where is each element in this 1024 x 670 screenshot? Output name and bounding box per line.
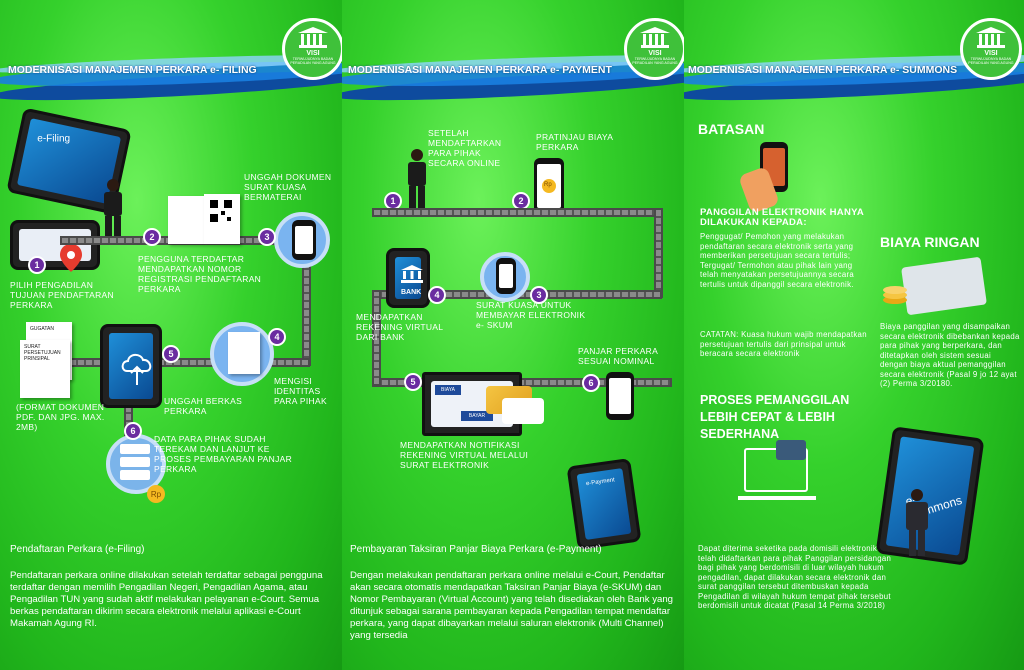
- clipboard-icon: [228, 332, 260, 374]
- step-label: PENGGUNA TERDAFTAR MENDAPATKAN NOMOR REG…: [138, 254, 262, 294]
- rupiah-coin-icon: [542, 179, 556, 193]
- step-label: PANJAR PERKARA SESUAI NOMINAL: [578, 346, 658, 366]
- credit-card: [502, 398, 544, 424]
- section-caption: Pendaftaran Perkara (e-Filing): [10, 544, 145, 555]
- step-number: 5: [162, 345, 180, 363]
- step-number: 2: [143, 228, 161, 246]
- visi-title: VISI: [306, 50, 320, 57]
- payment-screen-text: e-Payment: [585, 477, 616, 488]
- step-number: 3: [530, 286, 548, 304]
- process-track: [372, 290, 381, 386]
- phone-icon: Rp: [534, 158, 564, 214]
- panel-header: MODERNISASI MANAJEMEN PERKARA e- FILING: [8, 64, 257, 76]
- upload-tablet: [100, 324, 162, 408]
- step-number: 6: [582, 374, 600, 392]
- biaya-title: BIAYA RINGAN: [880, 234, 980, 250]
- registration-document: [168, 196, 204, 244]
- visi-text: TERWUJUDNYA BADAN PERADILAN YANG AGUNG: [968, 57, 1014, 65]
- rupiah-text: Rp: [544, 182, 552, 188]
- phone-icon: [496, 258, 516, 294]
- qr-document: [204, 194, 240, 244]
- step-number: 1: [28, 256, 46, 274]
- section-paragraph: Dengan melakukan pendaftaran perkara onl…: [350, 570, 674, 641]
- visi-text: TERWUJUDNYA BADAN PERADILAN YANG AGUNG: [290, 57, 336, 65]
- visi-title: VISI: [984, 50, 998, 57]
- qr-code-icon: [208, 198, 234, 224]
- step-label: SURAT KUASA UNTUK MEMBAYAR ELEKTRONIK e-…: [476, 300, 586, 330]
- visi-text: TERWUJUDNYA BADAN PERADILAN YANG AGUNG: [632, 57, 678, 65]
- panggilan-body: Penggugat/ Pemohon yang melakukan pendaf…: [700, 232, 855, 289]
- proses-body: Dapat diterima seketika pada domisili el…: [698, 544, 898, 610]
- coins-icon: [883, 286, 907, 304]
- location-pin-icon: [60, 244, 82, 272]
- rupiah-coin-icon: Rp: [147, 485, 165, 503]
- phone-icon: [606, 372, 634, 420]
- step-label: UNGGAH BERKAS PERKARA: [164, 396, 243, 416]
- step-label: MENDAPATKAN NOTIFIKASI REKENING VIRTUAL …: [400, 440, 529, 470]
- panggilan-title: PANGGILAN ELEKTRONIK HANYA DILAKUKAN KEP…: [700, 207, 864, 228]
- format-note: (FORMAT DOKUMEN PDF. DAN JPG. MAX. 2MB): [16, 402, 105, 432]
- phone-icon: [292, 220, 316, 260]
- step-number: 5: [404, 373, 422, 391]
- step-label: PILIH PENGADILAN TUJUAN PENDAFTARAN PERK…: [10, 280, 114, 310]
- bank-icon: [401, 265, 423, 283]
- svg-text:Rp: Rp: [151, 490, 162, 499]
- section-caption: Pembayaran Taksiran Panjar Biaya Perkara…: [350, 544, 602, 555]
- step-label: PRATINJAU BIAYA PERKARA: [536, 132, 613, 152]
- businessman-icon: [408, 149, 426, 208]
- e-payment-tablet: e-Payment: [566, 457, 642, 551]
- panel-header: MODERNISASI MANAJEMEN PERKARA e- PAYMENT: [348, 64, 612, 76]
- court-monitor: [10, 220, 100, 270]
- batasan-title: BATASAN: [698, 121, 765, 137]
- mailbox-body: [776, 440, 806, 460]
- mailbox-base: [738, 496, 816, 500]
- step-label: SETELAH MENDAFTARKAN PARA PIHAK SECARA O…: [428, 128, 502, 168]
- proses-title: PROSES PEMANGGILAN LEBIH CEPAT & LEBIH S…: [700, 393, 850, 441]
- panel-e-filing: MODERNISASI MANAJEMEN PERKARA e- FILING …: [0, 0, 342, 670]
- step-number: 4: [268, 328, 286, 346]
- pillars-icon: [640, 27, 670, 48]
- catatan-text: CATATAN: Kuasa hukum wajib mendapatkan p…: [700, 330, 867, 358]
- step-label: UNGGAH DOKUMEN SURAT KUASA BERMATERAI: [244, 172, 332, 202]
- pillars-icon: [298, 27, 328, 48]
- tablet-screen-text: e-Filing: [37, 133, 71, 145]
- step-label: MENDAPATKAN REKENING VIRTUAL DARI BANK: [356, 312, 443, 342]
- biaya-label: BIAYA: [435, 385, 461, 395]
- step-label: MENGISI IDENTITAS PARA PIHAK: [274, 376, 327, 406]
- calculator-icon: [901, 256, 987, 316]
- visi-seal: VISI TERWUJUDNYA BADAN PERADILAN YANG AG…: [960, 18, 1022, 80]
- visi-title: VISI: [648, 50, 662, 57]
- biaya-body: Biaya panggilan yang disampaikan secara …: [880, 322, 1020, 388]
- bank-label: BANK: [401, 289, 422, 296]
- visi-seal: VISI TERWUJUDNYA BADAN PERADILAN YANG AG…: [624, 18, 684, 80]
- panel-e-payment: MODERNISASI MANAJEMEN PERKARA e- PAYMENT…: [342, 0, 684, 670]
- section-paragraph: Pendaftaran perkara online dilakukan set…: [10, 570, 323, 629]
- step-label: DATA PARA PIHAK SUDAH TEREKAM DAN LANJUT…: [154, 434, 293, 474]
- step-number: 3: [258, 228, 276, 246]
- businessman-icon: [906, 489, 928, 556]
- pillars-icon: [976, 27, 1006, 48]
- bank-tablet: BANK: [386, 248, 430, 308]
- bayar-button: BAYAR: [461, 411, 493, 421]
- cloud-upload-icon: [121, 353, 152, 385]
- step-number: 6: [124, 422, 142, 440]
- panel-header: MODERNISASI MANAJEMEN PERKARA e- SUMMONS: [688, 64, 958, 76]
- process-track: [654, 208, 663, 298]
- panel-e-summons: MODERNISASI MANAJEMEN PERKARA e- SUMMONS…: [684, 0, 1024, 670]
- consent-document: SURAT PERSETUJUAN PRINSIPAL: [20, 340, 70, 398]
- process-track: [372, 208, 662, 217]
- visi-seal: VISI TERWUJUDNYA BADAN PERADILAN YANG AG…: [282, 18, 342, 80]
- businessman-icon: [104, 179, 122, 238]
- step-number: 4: [428, 286, 446, 304]
- server-icon: [120, 444, 150, 480]
